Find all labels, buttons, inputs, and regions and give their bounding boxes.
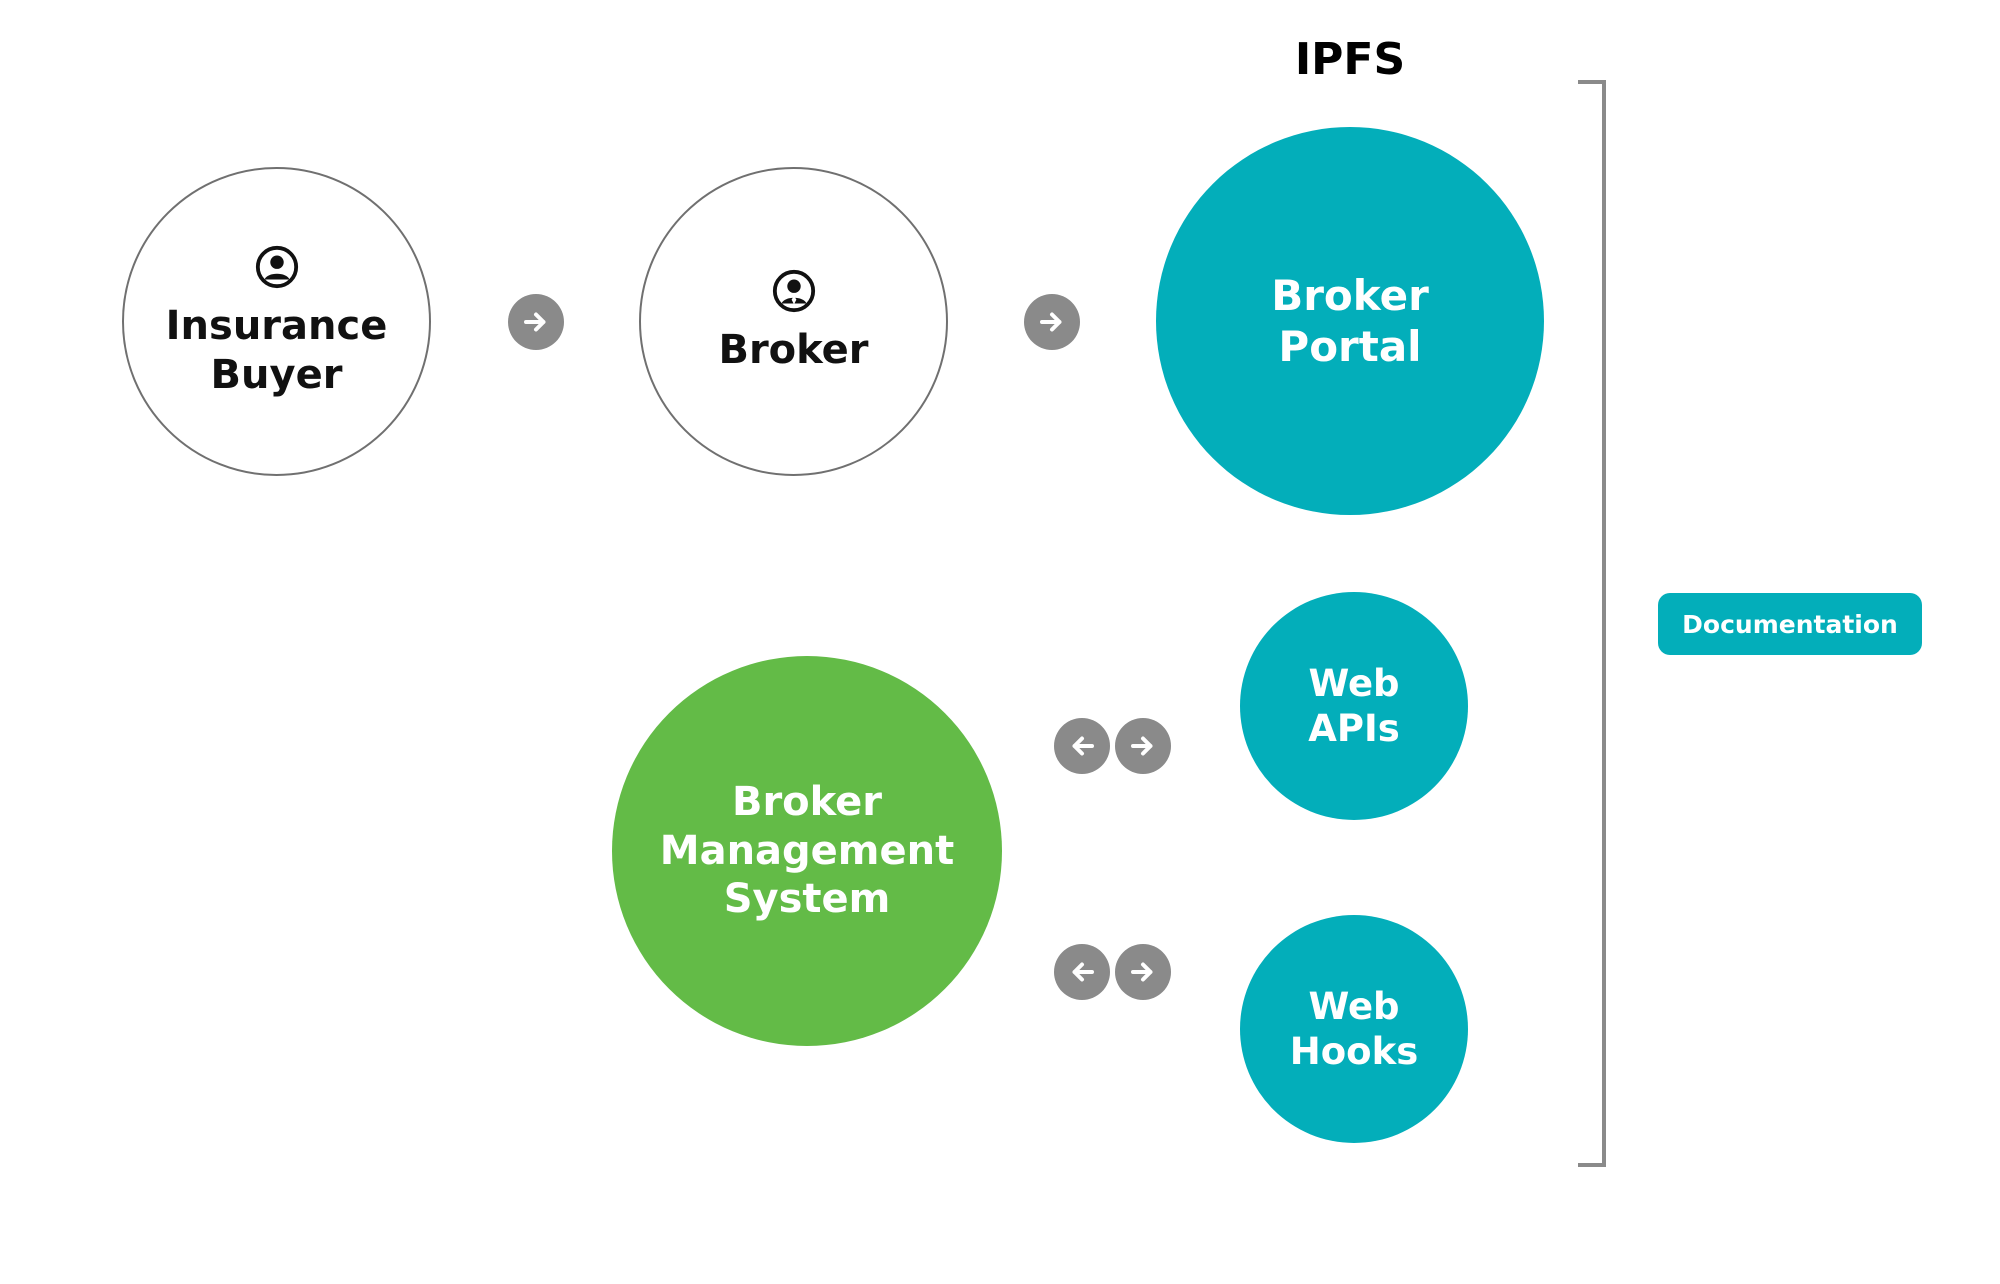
broker-management-system-node: Broker Management System	[612, 656, 1002, 1046]
arrow-right-icon	[524, 312, 546, 332]
web-apis-label-1: Web	[1308, 661, 1400, 705]
arrow-buyer-to-broker	[508, 294, 564, 350]
insurance-buyer-label-1: Insurance	[165, 302, 388, 349]
insurance-buyer-label-2: Buyer	[210, 351, 343, 398]
arrow-hooks-to-bms	[1054, 944, 1110, 1000]
bms-label-3: System	[723, 876, 891, 923]
arrow-broker-to-portal	[1024, 294, 1080, 350]
web-apis-node: Web APIs	[1240, 592, 1468, 820]
broker-node: Broker	[639, 167, 948, 476]
arrow-right-icon	[1040, 312, 1062, 332]
broker-label: Broker	[718, 327, 869, 374]
ipfs-group-title: IPFS	[1294, 34, 1406, 85]
arrow-apis-to-bms	[1054, 718, 1110, 774]
web-hooks-node: Web Hooks	[1240, 915, 1468, 1143]
broker-portal-node: Broker Portal	[1156, 127, 1544, 515]
arrow-right-icon	[1131, 962, 1153, 982]
person-icon	[255, 245, 298, 288]
arrow-bms-to-apis	[1115, 718, 1171, 774]
web-hooks-label-2: Hooks	[1289, 1030, 1419, 1073]
web-apis-label-2: APIs	[1308, 707, 1400, 750]
arrow-left-icon	[1072, 962, 1094, 982]
arrow-right-icon	[1131, 736, 1153, 756]
arrow-left-icon	[1072, 736, 1094, 756]
web-hooks-label-1: Web	[1308, 984, 1400, 1028]
ipfs-group-bracket	[1578, 80, 1606, 1167]
arrow-bms-to-hooks	[1115, 944, 1171, 1000]
person-tie-icon	[772, 270, 815, 313]
bms-label-2: Management	[659, 827, 955, 874]
insurance-buyer-node: Insurance Buyer	[122, 167, 431, 476]
broker-portal-label-1: Broker	[1271, 270, 1429, 320]
documentation-button[interactable]: Documentation	[1658, 593, 1922, 655]
bms-label-1: Broker	[731, 778, 883, 825]
broker-portal-label-2: Portal	[1278, 322, 1422, 371]
